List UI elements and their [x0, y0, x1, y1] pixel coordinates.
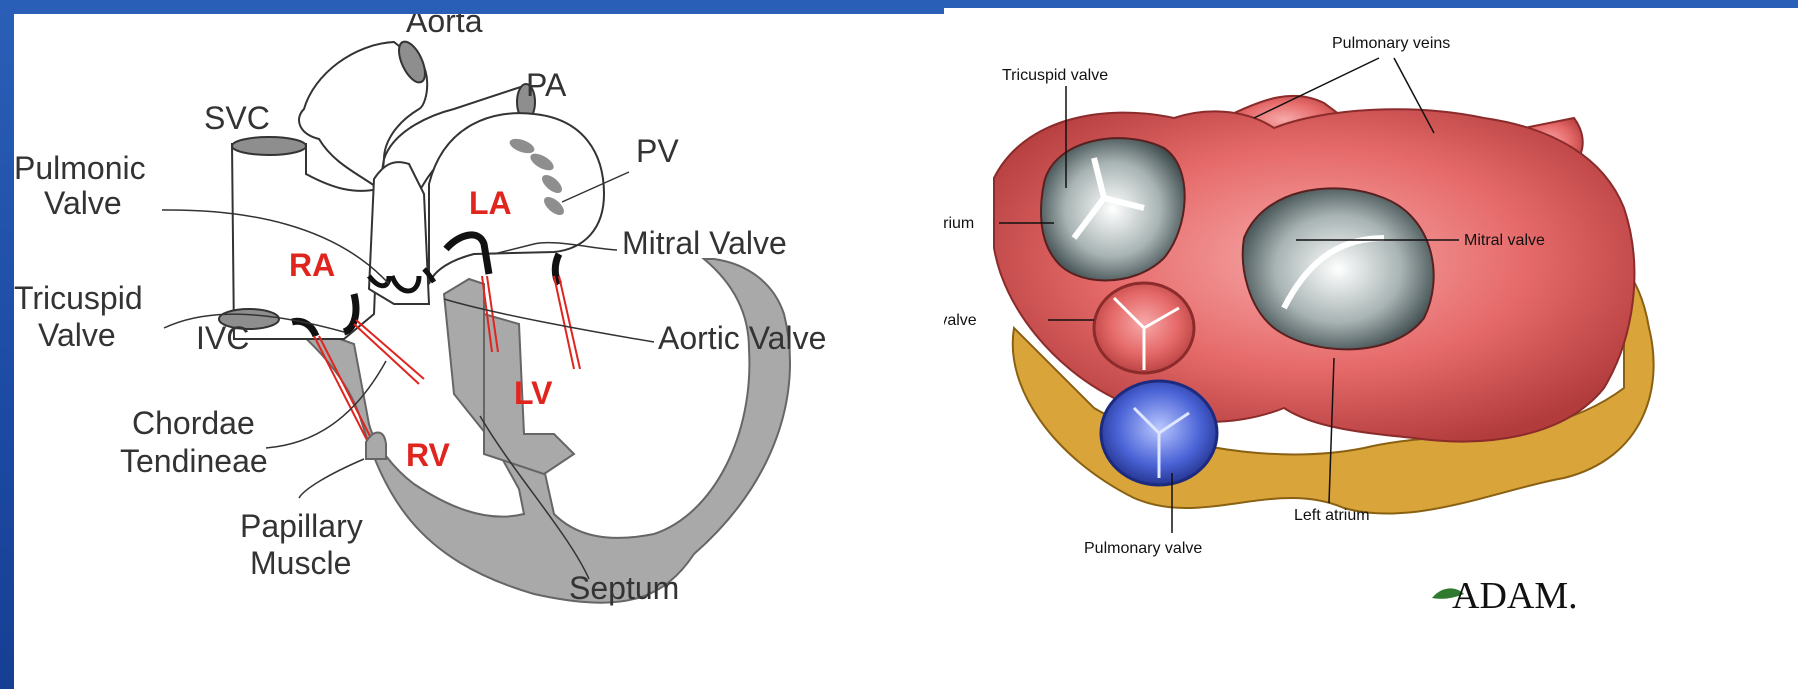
label-chordae-2: Tendineae [120, 443, 268, 479]
mitral-valve-opening [1243, 188, 1434, 349]
label-pulmonary-valve: Pulmonary valve [1084, 540, 1202, 557]
chamber-label-ra: RA [289, 247, 335, 283]
label-tricuspid-valve: Tricuspid valve [1002, 67, 1108, 84]
label-tricuspid-valve-1: Tricuspid [14, 280, 143, 316]
label-chordae-1: Chordae [132, 405, 255, 441]
label-mitral-valve: Mitral Valve [622, 225, 787, 261]
label-papillary-1: Papillary [240, 508, 363, 544]
label-pulmonary-veins: Pulmonary veins [1332, 35, 1450, 52]
label-right-atrium: Right atrium [944, 215, 974, 232]
label-pa: PA [526, 67, 567, 103]
label-papillary-2: Muscle [250, 545, 351, 581]
label-pulmonic-valve-1: Pulmonic [14, 150, 146, 186]
svc-opening [232, 137, 306, 155]
adam-logo-text: ADAM. [1452, 575, 1578, 617]
heart-schematic: RA LA LV RV Aorta PA SVC PV Pulmonic Val… [14, 14, 944, 689]
label-aorta: Aorta [406, 14, 483, 39]
heart-anatomy-panel: Pulmonary veins Tricuspid valve Right at… [944, 8, 1798, 689]
heart-schematic-panel: RA LA LV RV Aorta PA SVC PV Pulmonic Val… [14, 14, 944, 689]
label-pv: PV [636, 133, 679, 169]
label-tricuspid-valve-2: Valve [38, 317, 116, 353]
left-atrium [429, 113, 604, 284]
chamber-label-rv: RV [406, 437, 451, 473]
label-mitral-valve-right: Mitral valve [1464, 232, 1545, 249]
chamber-label-lv: LV [514, 375, 553, 411]
papillary-muscle-shape [366, 432, 386, 459]
label-septum: Septum [569, 570, 679, 606]
adam-logo: ADAM. [1432, 575, 1578, 617]
label-ivc: IVC [196, 320, 249, 356]
label-aortic-valve-right: Aortic valve [944, 312, 977, 329]
label-svc: SVC [204, 100, 270, 136]
chamber-label-la: LA [469, 185, 512, 221]
tricuspid-valve-opening [1041, 138, 1185, 280]
label-left-atrium: Left atrium [1294, 507, 1370, 524]
label-pulmonic-valve-2: Valve [44, 185, 122, 221]
heart-anatomy-illustration: Pulmonary veins Tricuspid valve Right at… [944, 8, 1798, 689]
mitral-leaflet-2 [555, 254, 559, 284]
label-aortic-valve: Aortic Valve [658, 320, 826, 356]
